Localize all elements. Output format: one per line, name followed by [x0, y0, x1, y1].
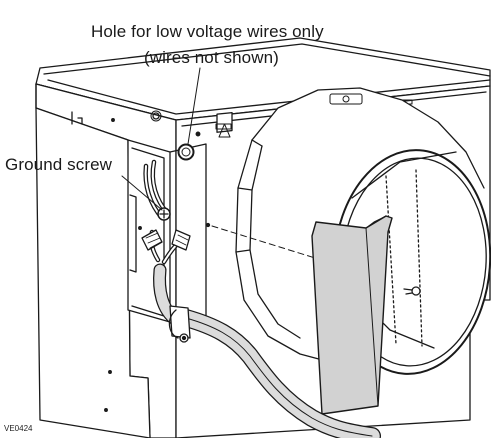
side-bracket — [71, 111, 83, 125]
alignment-dashed-line — [211, 225, 329, 263]
warning-symbol-icon — [215, 111, 233, 138]
ground-screw-label: Ground screw — [5, 155, 113, 174]
damper-screw — [403, 286, 421, 296]
figure-code: VE0424 — [4, 424, 33, 433]
leader-ground — [121, 175, 163, 211]
cable-clamp — [168, 305, 191, 343]
wire-nuts — [141, 229, 191, 251]
hole-label-line1: Hole for low voltage wires only — [91, 22, 324, 41]
low-voltage-hole — [177, 143, 195, 161]
ground-screw-icon — [157, 207, 171, 221]
hole-label-line2: (wires not shown) — [144, 48, 279, 67]
cover-plate — [311, 215, 393, 415]
leader-hole — [187, 67, 201, 145]
